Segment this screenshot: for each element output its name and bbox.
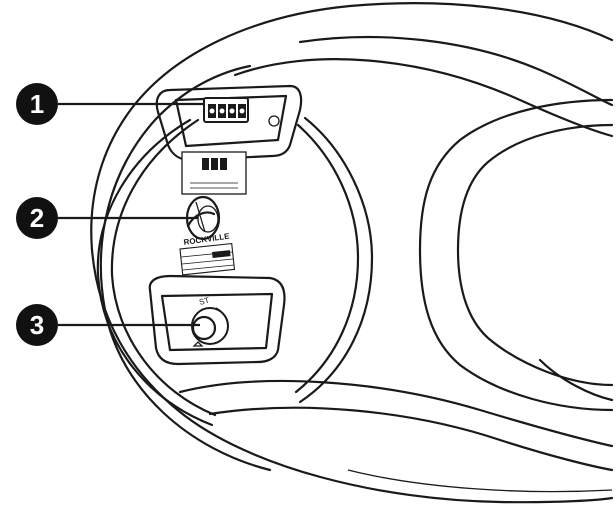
callout-2-number: 2: [30, 203, 44, 233]
terminal-block: [155, 84, 303, 162]
spec-plate: ROCKVILLE: [179, 232, 236, 276]
adjustment-knob: ST: [148, 274, 286, 366]
back-plate: [96, 116, 374, 427]
callout-3-number: 3: [30, 310, 44, 340]
terminal-block-icon: [203, 97, 249, 123]
callout-1: 1: [16, 83, 205, 125]
callout-1-number: 1: [30, 89, 44, 119]
knob-label: ST: [198, 296, 210, 307]
callout-3: 3: [16, 304, 200, 346]
callout-2: 2: [16, 197, 198, 239]
adjustment-knob-icon: [191, 307, 229, 345]
speaker-housing: [90, 2, 614, 504]
connection-label: [181, 151, 247, 195]
